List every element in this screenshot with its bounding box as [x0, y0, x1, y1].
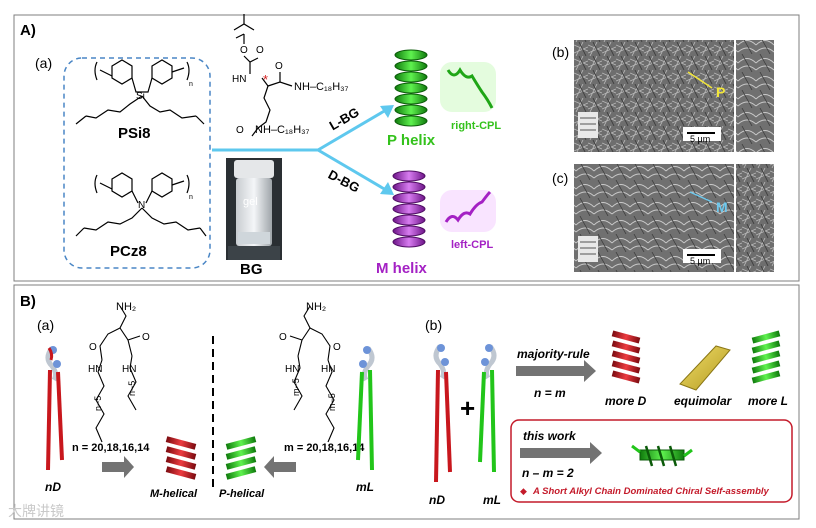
footer-bullet-icon: ◆: [520, 486, 527, 496]
bg-o-atom-4: O: [236, 125, 244, 136]
left-o-2: O: [142, 332, 150, 343]
panel-b: B) (a) (b) nD NH₂ O O HN HN n−5 n−5 n = …: [14, 285, 799, 519]
n-values-label: n = 20,18,16,14: [72, 442, 150, 454]
nd-label-b: nD: [429, 493, 445, 507]
sem-image-c: [574, 164, 774, 272]
panel-a-tag: A): [20, 22, 36, 39]
right-chain-label-1: m−5: [291, 378, 301, 396]
sem-label-p: P: [716, 84, 725, 100]
left-cpl-label: left-CPL: [451, 239, 493, 251]
bg-substituent-1: NH–C₁₈H₃₇: [294, 81, 349, 93]
psi8-label: PSi8: [118, 125, 151, 142]
panel-b-sublabel-a: (a): [37, 317, 54, 333]
psi8-subscript-n: n: [189, 81, 193, 88]
gel-vial-photo: [226, 158, 282, 260]
sem-label-m: M: [716, 199, 728, 215]
left-nh2: NH₂: [116, 301, 136, 313]
pcz8-subscript-n: n: [189, 194, 193, 201]
right-o-1: O: [279, 332, 287, 343]
sem-scale-b: 5 μm: [690, 134, 710, 144]
m-helix-label: M helix: [376, 260, 428, 277]
left-o-1: O: [89, 342, 97, 353]
m-helical-label: M-helical: [150, 488, 198, 500]
panel-a-sublabel-a: (a): [35, 55, 52, 71]
left-hn-2: HN: [122, 364, 136, 375]
right-o-2: O: [333, 342, 341, 353]
footer-text: A Short Alkyl Chain Dominated Chiral Sel…: [532, 486, 770, 497]
bg-o-atom-2: O: [256, 45, 264, 56]
vial-gel-label: gel: [243, 196, 258, 208]
m-values-label: m = 20,18,16,14: [284, 442, 365, 454]
right-nh2: NH₂: [306, 301, 326, 313]
panel-b-tag: B): [20, 293, 36, 310]
plus-sign: +: [460, 393, 475, 423]
panel-b-sublabel-b: (b): [425, 317, 442, 333]
left-hn-1: HN: [88, 364, 102, 375]
psi8-si-atom: Si: [136, 91, 145, 102]
majority-rule-label: majority-rule: [517, 347, 590, 361]
right-cpl-label: right-CPL: [451, 120, 501, 132]
more-l-label: more L: [748, 394, 788, 408]
p-helical-label: P-helical: [219, 488, 265, 500]
sem-scale-c: 5 μm: [690, 256, 710, 266]
pcz8-n-atom: N: [138, 200, 145, 211]
p-helix-label: P helix: [387, 132, 436, 149]
n-eq-m-label: n = m: [534, 386, 566, 400]
pcz8-label: PCz8: [110, 243, 147, 260]
right-cpl-wave: [440, 62, 496, 112]
bg-o-atom-1: O: [240, 45, 248, 56]
ml-label-a: mL: [356, 480, 374, 494]
right-hn-2: HN: [321, 364, 335, 375]
bg-label: BG: [240, 261, 263, 278]
watermark-text: 大牌讲镜: [8, 501, 64, 521]
bg-o-atom-3: O: [275, 61, 283, 72]
sem-sublabel-c: (c): [552, 170, 568, 186]
equimolar-label: equimolar: [674, 394, 733, 408]
left-chain-label-1: n−5: [93, 396, 103, 411]
sem-image-b: [574, 40, 774, 152]
nd-label-a: nD: [45, 480, 61, 494]
right-chain-label-2: m−5: [327, 393, 337, 411]
n-minus-m-label: n – m = 2: [522, 466, 574, 480]
chiral-center-star: *: [263, 72, 268, 87]
right-hn-1: HN: [285, 364, 299, 375]
left-chain-label-2: n−5: [127, 381, 137, 396]
panel-a: A) (a) Si n PSi8: [14, 14, 799, 281]
this-work-label: this work: [523, 429, 577, 443]
ml-label-b: mL: [483, 493, 501, 507]
more-d-label: more D: [605, 394, 647, 408]
bg-hn-atom: HN: [232, 74, 246, 85]
sem-sublabel-b: (b): [552, 44, 569, 60]
left-cpl-wave: [440, 190, 496, 232]
bg-substituent-2: NH–C₁₈H₃₇: [255, 124, 310, 136]
